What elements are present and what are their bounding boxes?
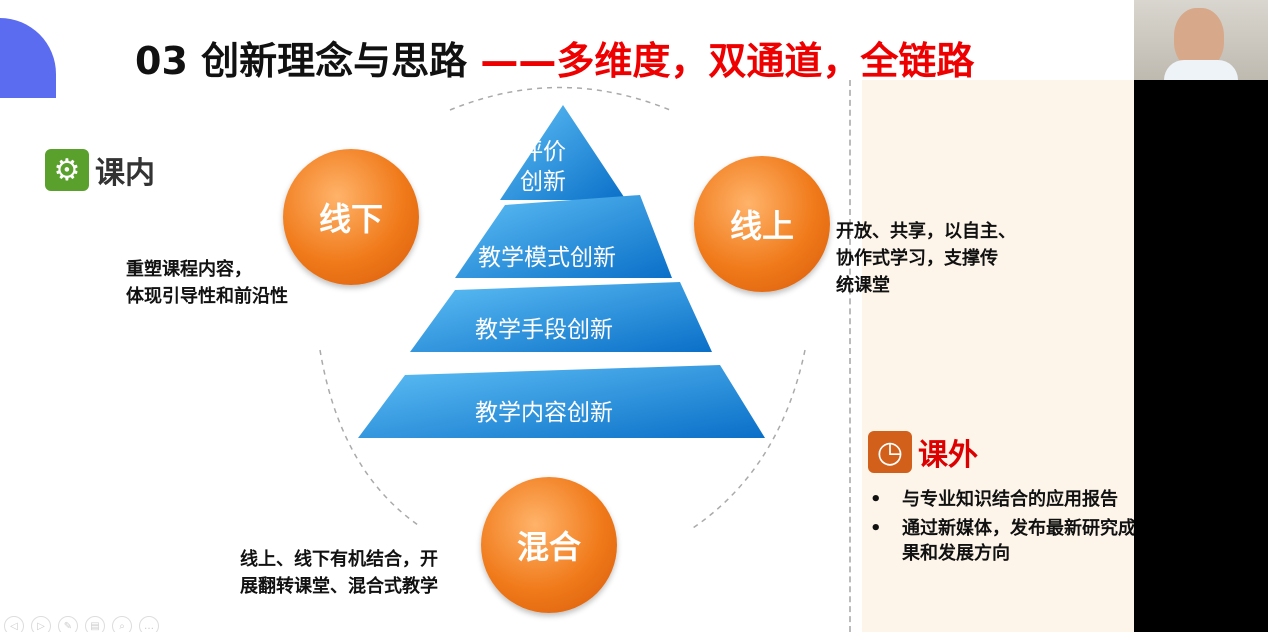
diagram <box>319 86 806 531</box>
title-highlight: ——多维度，双通道，全链路 <box>480 39 975 83</box>
presentation-slide: 03 创新理念与思路 ——多维度，双通道，全链路 评价 创新 教学模式创新 教学… <box>0 0 1134 632</box>
online-description: 开放、共享，以自主、 协作式学习，支撑传 统课堂 <box>836 218 1016 299</box>
slideshow-toolbar: ◁ ▷ ✎ ▤ ⌕ … <box>4 616 159 632</box>
pyramid-level-1 <box>500 105 626 200</box>
offline-description: 重塑课程内容， 体现引导性和前沿性 <box>126 256 288 310</box>
divider <box>849 80 851 632</box>
pyramid-label-content: 教学内容创新 <box>475 400 613 426</box>
text-line: 统课堂 <box>836 275 890 296</box>
pyramid-label-means: 教学手段创新 <box>475 317 613 343</box>
text-line: 展翻转课堂、混合式教学 <box>240 576 438 597</box>
in-class-header: ⚙ 课内 <box>45 148 155 192</box>
text-line: 体现引导性和前沿性 <box>126 286 288 307</box>
presenter-shirt <box>1164 60 1238 80</box>
offline-circle: 线下 <box>283 149 419 285</box>
blended-circle: 混合 <box>481 477 617 613</box>
pyramid-label-mode: 教学模式创新 <box>478 245 616 271</box>
text-line: 重塑课程内容， <box>126 259 252 280</box>
pyramid-level-4 <box>358 365 765 438</box>
list-item: 通过新媒体，发布最新研究成果和发展方向 <box>868 516 1134 566</box>
gear-icon: ⚙ <box>45 149 89 191</box>
after-class-header: ◷ 课外 <box>868 430 978 474</box>
text-line: 线上、线下有机结合，开 <box>240 549 438 570</box>
slide-title: 03 创新理念与思路 ——多维度，双通道，全链路 <box>135 30 974 85</box>
pyramid-level-2 <box>455 195 672 278</box>
title-prefix: 03 创新理念与思路 <box>135 39 481 83</box>
after-class-list: 与专业知识结合的应用报告 通过新媒体，发布最新研究成果和发展方向 <box>868 487 1134 570</box>
next-icon[interactable]: ▷ <box>31 616 51 632</box>
cycle-arrow-top <box>449 86 671 111</box>
blended-description: 线上、线下有机结合，开 展翻转课堂、混合式教学 <box>240 546 438 600</box>
list-item: 与专业知识结合的应用报告 <box>868 487 1134 512</box>
clock-icon: ◷ <box>868 431 912 473</box>
cycle-arrow-left <box>319 349 419 526</box>
pyramid-level-3 <box>410 282 712 352</box>
zoom-icon[interactable]: ⌕ <box>112 616 132 632</box>
presenter-video[interactable] <box>1134 0 1268 80</box>
text-line: 协作式学习，支撑传 <box>836 248 998 269</box>
online-circle: 线上 <box>694 156 830 292</box>
pages-icon[interactable]: ▤ <box>85 616 105 632</box>
pyramid-label-evaluation: 评价 创新 <box>520 139 566 195</box>
more-icon[interactable]: … <box>139 616 159 632</box>
cycle-arrow-right <box>689 349 806 531</box>
in-class-label: 课内 <box>95 156 155 191</box>
previous-icon[interactable]: ◁ <box>4 616 24 632</box>
after-class-label: 课外 <box>918 438 978 473</box>
text-line: 开放、共享，以自主、 <box>836 221 1016 242</box>
presenter-face <box>1174 8 1224 70</box>
pen-icon[interactable]: ✎ <box>58 616 78 632</box>
